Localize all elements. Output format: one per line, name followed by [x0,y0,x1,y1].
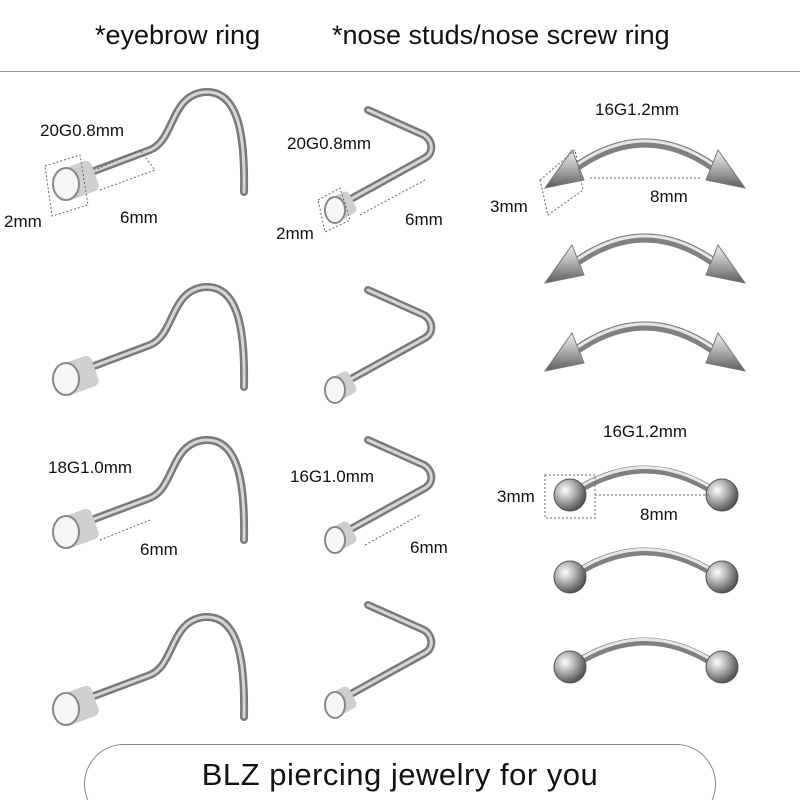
ball-length-label: 8mm [640,505,678,524]
ball-barbell-3 [554,640,738,684]
dimension-lines [44,149,710,546]
l-bend-stud-1 [325,110,431,223]
ball-gauge-label: 16G1.2mm [603,422,688,441]
screw-disc-size-label: 2mm [4,212,42,231]
divider [0,71,800,72]
l-bend-stud-4 [325,605,431,718]
footer-slogan: BLZ piercing jewelry for you [201,757,599,792]
screw-length-label-2: 6mm [140,540,178,559]
l-bend-stud-3 [325,440,431,553]
lbend-gauge-label: 20G0.8mm [287,134,372,153]
nose-screw-1 [53,92,244,201]
spike-size-label: 3mm [490,197,528,216]
eyebrow-ring-title: *eyebrow ring [95,20,261,50]
ball-barbell-2 [554,550,738,594]
nose-screw-2 [53,287,244,396]
lbend-disc-size-label: 2mm [276,224,314,243]
nose-screw-3 [53,440,244,549]
lbend-length-label-2: 6mm [410,538,448,557]
lbend-length-label: 6mm [405,210,443,229]
ball-size-label: 3mm [497,487,535,506]
spike-barbell-2 [545,236,745,283]
screw-length-label: 6mm [120,208,158,227]
nose-screw-4 [53,617,244,726]
lbend-gauge-label-2: 16G1.0mm [290,467,375,486]
screw-gauge-label: 20G0.8mm [40,121,125,140]
spike-gauge-label: 16G1.2mm [595,100,680,119]
nose-studs-title: *nose studs/nose screw ring [332,20,670,50]
l-bend-stud-2 [325,290,431,403]
spike-length-label: 8mm [650,187,688,206]
spike-barbell-1 [545,141,745,188]
screw-gauge-label-2: 18G1.0mm [48,458,133,477]
spike-barbell-3 [545,324,745,371]
